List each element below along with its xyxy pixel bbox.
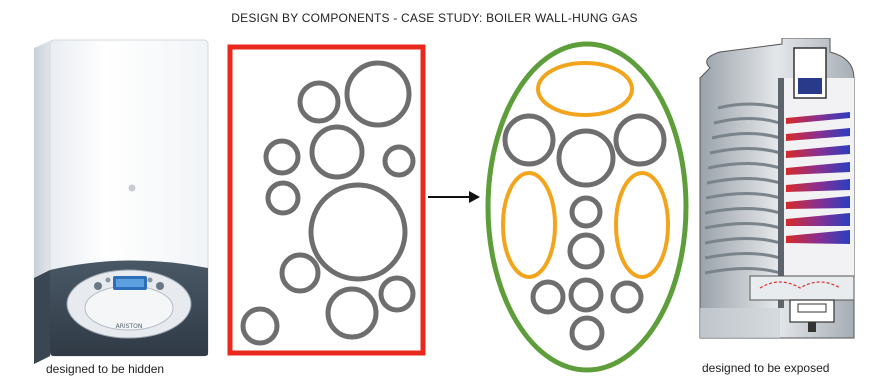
orange-group (614, 171, 670, 279)
component-circle (569, 195, 603, 229)
component-circle (502, 113, 556, 167)
component-circle (344, 60, 412, 128)
component-circle (325, 286, 379, 340)
orange-group (536, 61, 634, 117)
exposed-caption: designed to be exposed (702, 361, 830, 375)
cutaway-image (690, 37, 862, 356)
arrow (428, 191, 480, 203)
component-circle (309, 124, 365, 180)
loose-components (240, 60, 416, 346)
component-circle (568, 277, 604, 313)
boiler-brand-label: ARISTON (116, 323, 143, 330)
component-circle (297, 80, 341, 124)
component-circle (556, 128, 616, 188)
component-circle (569, 315, 605, 351)
grouped-components (502, 113, 667, 351)
orange-subgroups (501, 61, 670, 279)
component-circle (265, 180, 301, 216)
boiler-image: ARISTON (28, 38, 218, 368)
hidden-caption: designed to be hidden (46, 362, 165, 376)
component-circle (382, 144, 416, 178)
green-group-frame (485, 41, 689, 373)
diagram-title: DESIGN BY COMPONENTS - CASE STUDY: BOILE… (231, 11, 638, 25)
component-circle (279, 252, 321, 294)
component-circle (378, 275, 416, 313)
component-circle (240, 306, 280, 346)
component-circle (530, 279, 566, 315)
red-component-frame (227, 44, 426, 356)
component-circle (567, 232, 605, 270)
component-circle (308, 182, 408, 282)
component-circle (613, 113, 667, 167)
component-circle (263, 138, 301, 176)
orange-group (501, 171, 557, 279)
component-circle (610, 280, 644, 314)
